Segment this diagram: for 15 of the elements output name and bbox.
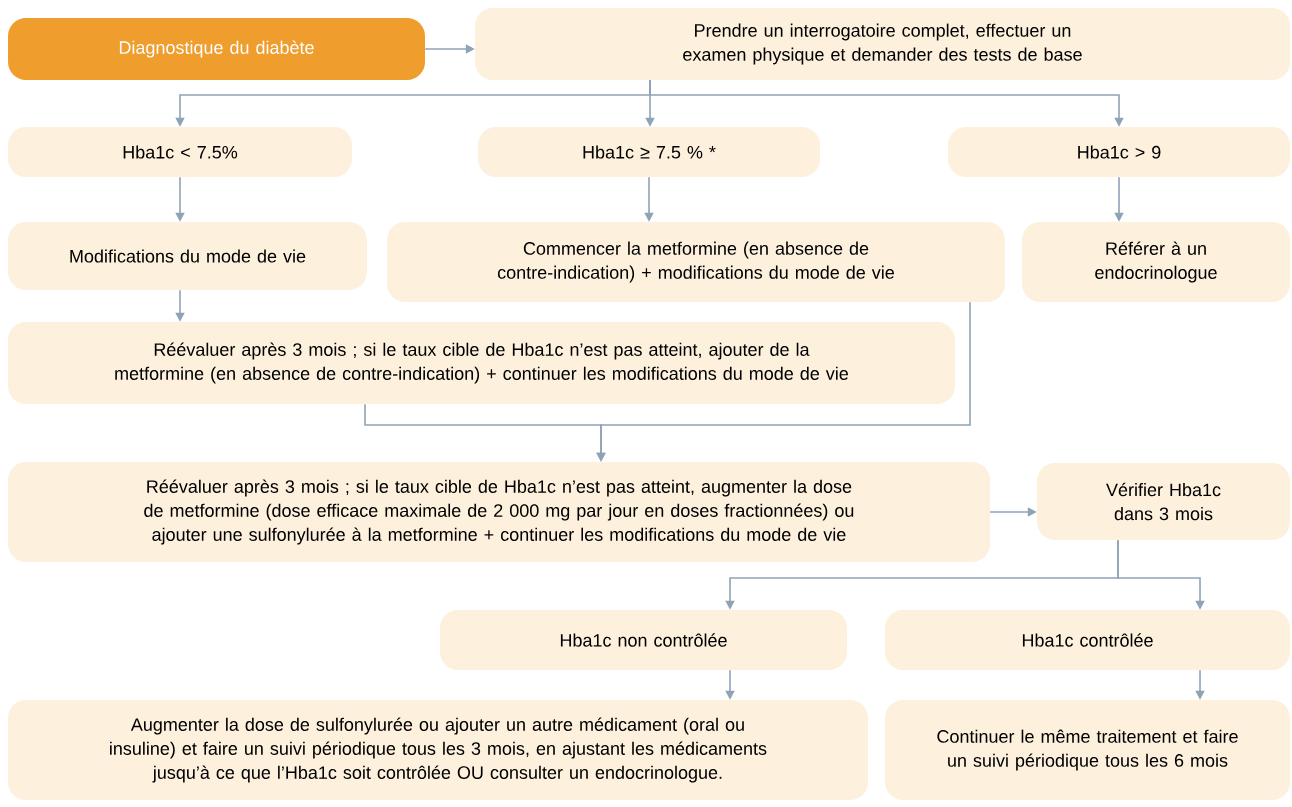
process-box: Continuer le même traitement et faire un suivi périodique tous les 6 mois [885,700,1290,800]
process-box: Augmenter la dose de sulfonylurée ou ajouter un autre médicament (oral ou insuline) et faire un suivi périodique tous les 3 mois, en ajustant les médicaments jusqu’à ce que l’Hba1c soit contrôlée OU consulter un endocrinologue. [8,700,868,800]
process-box: Modifications du mode de vie [8,222,367,290]
process-box: Hba1c non contrôlée [440,610,847,670]
process-box: Référer à un endocrinologue [1022,222,1290,302]
process-box: Prendre un interrogatoire complet, effectuer un examen physique et demander des tests de base [475,8,1290,80]
process-box: Réévaluer après 3 mois ; si le taux cible de Hba1c n’est pas atteint, ajouter de la metformine (en absence de contre-indication) + continuer les modifications du mode de vie [8,322,955,404]
process-box: Hba1c contrôlée [885,610,1290,670]
start-box: Diagnostique du diabète [8,18,425,80]
process-box: Hba1c < 7.5% [8,127,352,177]
process-box: Hba1c > 9 [948,127,1290,177]
process-box: Réévaluer après 3 mois ; si le taux cible de Hba1c n’est pas atteint, augmenter la dose de metformine (dose efficace maximale de 2 000 mg par jour en doses fractionnées) ou ajouter une sulfonylurée à la metformine + continuer les modifications du mode de vie [8,462,990,562]
process-box: Vérifier Hba1c dans 3 mois [1037,463,1290,540]
process-box: Hba1c ≥ 7.5 % * [478,127,820,177]
process-box: Commencer la metformine (en absence de contre-indication) + modifications du mode de vie [387,222,1005,302]
